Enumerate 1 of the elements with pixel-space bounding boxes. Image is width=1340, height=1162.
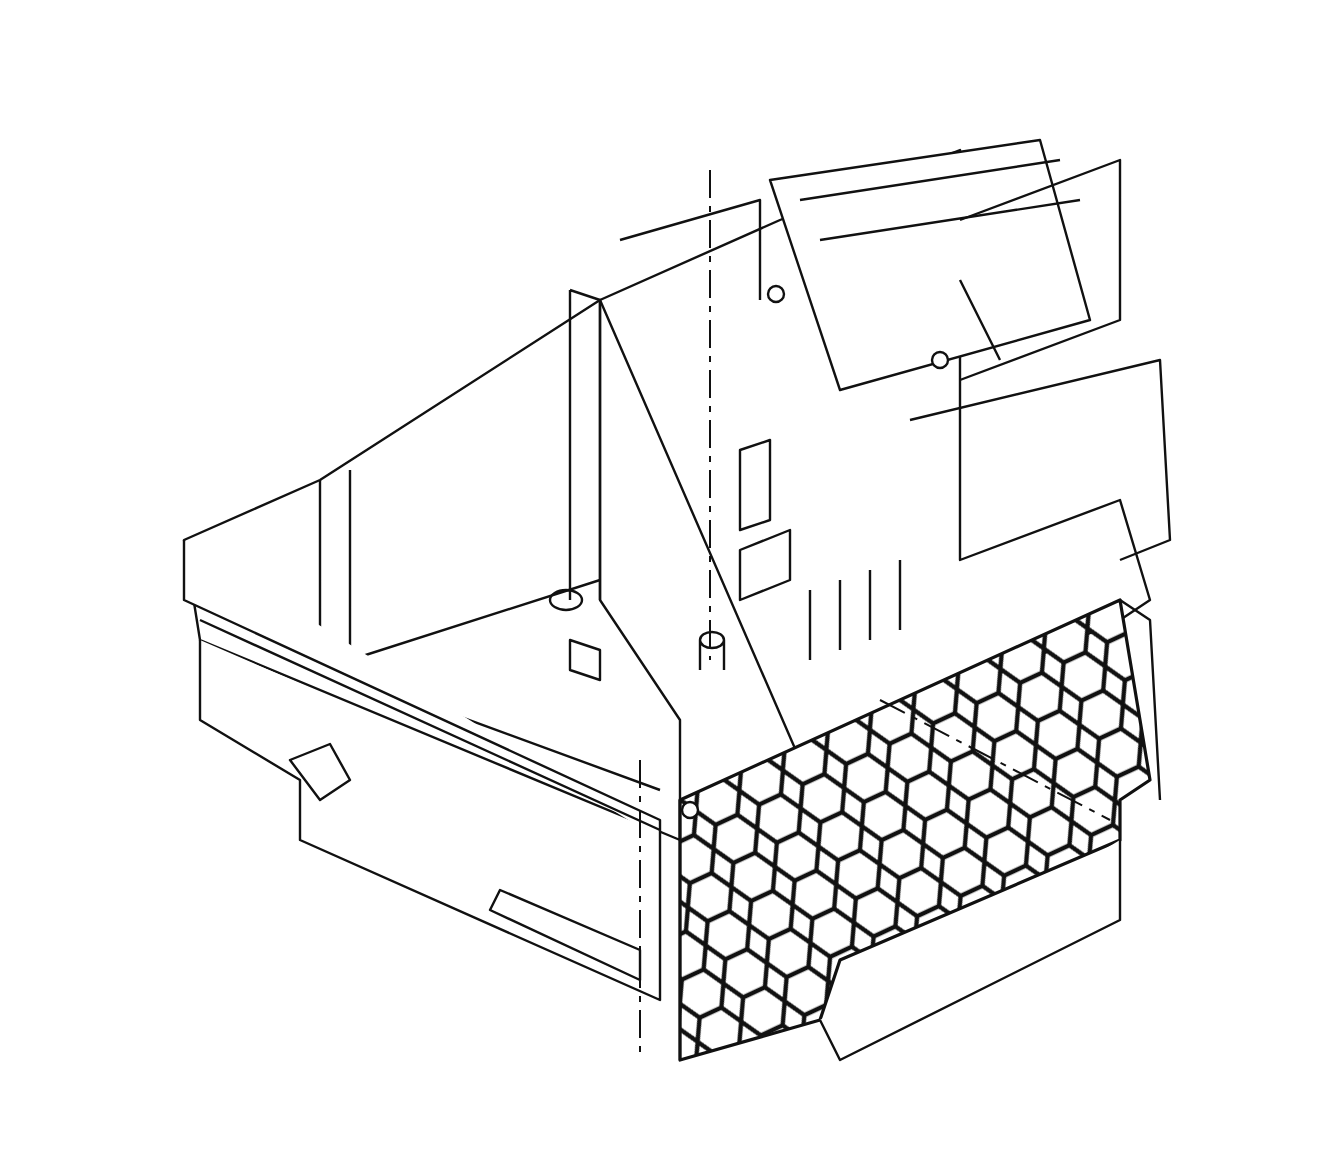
printer-tray-assembly-drawing: [182, 138, 1172, 1062]
